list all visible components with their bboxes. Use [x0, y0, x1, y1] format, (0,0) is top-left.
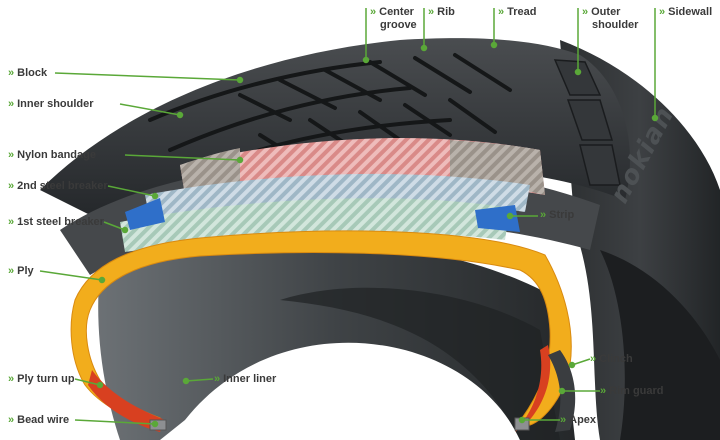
label-apex: »Apex — [560, 414, 597, 426]
chevron-icon: » — [8, 373, 15, 385]
chevron-icon: » — [8, 67, 15, 79]
chevron-icon: » — [8, 414, 15, 426]
chevron-icon: » — [590, 353, 597, 365]
sidewall-inner-dark — [600, 250, 720, 440]
chevron-icon: » — [8, 216, 15, 228]
chevron-icon: » — [540, 209, 547, 221]
label-tread: »Tread — [498, 6, 537, 18]
label-2nd-steel-breaker: »2nd steel breaker — [8, 180, 108, 192]
inner-cavity-shade — [280, 287, 560, 440]
label-inner-liner: »Inner liner — [214, 373, 277, 385]
apex-right — [515, 345, 551, 432]
chevron-icon: » — [370, 6, 377, 18]
leader-lines — [39, 8, 659, 428]
chevron-icon: » — [214, 373, 221, 385]
label-ply-turn-up: »Ply turn up — [8, 373, 75, 385]
strip-right — [475, 205, 520, 232]
label-1st-steel-breaker: »1st steel breaker — [8, 216, 104, 228]
inner-cavity — [98, 239, 576, 440]
label-nylon-bandage: »Nylon bandage — [8, 149, 96, 161]
chevron-icon: » — [8, 265, 15, 277]
strip-left — [125, 198, 165, 230]
chevron-icon: » — [600, 385, 607, 397]
label-ply: »Ply — [8, 265, 34, 277]
label-bead-wire: »Bead wire — [8, 414, 70, 426]
label-rim-guard: »Rim guard — [600, 385, 664, 397]
label-strip: »Strip — [540, 209, 575, 221]
chevron-icon: » — [8, 149, 15, 161]
chevron-icon: » — [8, 98, 15, 110]
chevron-icon: » — [498, 6, 505, 18]
chevron-icon: » — [659, 6, 666, 18]
bead-left — [88, 370, 165, 432]
label-sidewall: »Sidewall — [659, 6, 713, 18]
label-block: »Block — [8, 67, 48, 79]
chevron-icon: » — [8, 180, 15, 192]
label-inner-shoulder: »Inner shoulder — [8, 98, 94, 110]
chevron-icon: » — [582, 6, 589, 18]
chevron-icon: » — [428, 6, 435, 18]
chevron-icon: » — [560, 414, 567, 426]
label-clinch: »Clinch — [590, 353, 633, 365]
shoulder-blocks — [553, 59, 621, 186]
label-rib: »Rib — [428, 6, 455, 18]
